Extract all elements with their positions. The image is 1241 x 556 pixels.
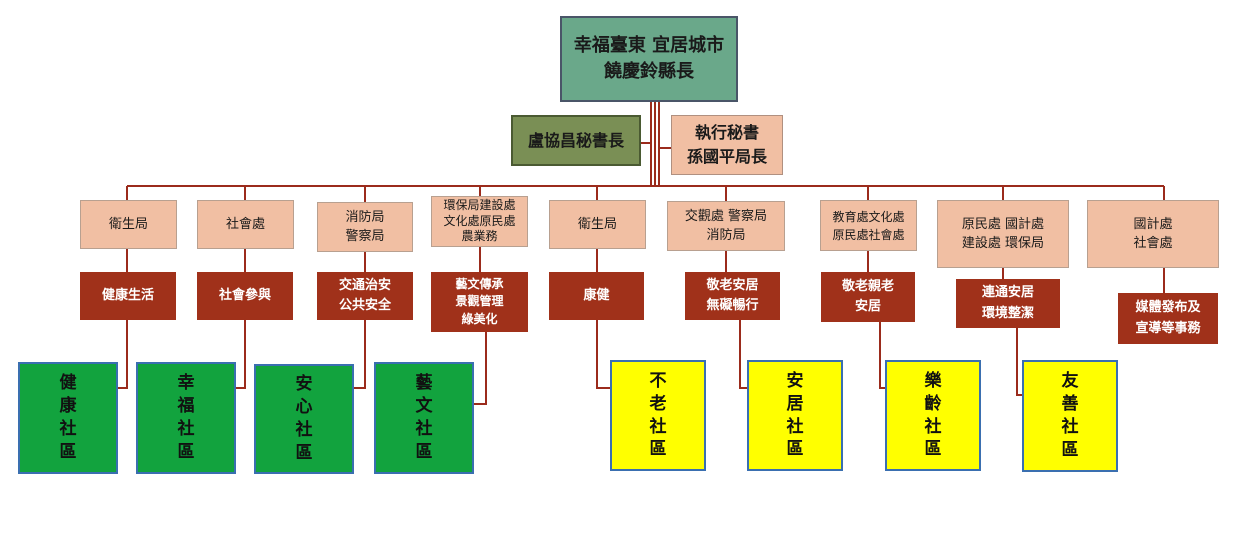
executive-secretary-box: 執行秘書 孫國平局長 — [671, 115, 783, 175]
community-box: 安 居 社 區 — [747, 360, 843, 471]
task-box: 敬老安居 無礙暢行 — [685, 272, 780, 320]
department-box: 社會處 — [197, 200, 294, 249]
community-box: 幸 福 社 區 — [136, 362, 236, 474]
task-box: 健康生活 — [80, 272, 176, 320]
secretary-general-box: 盧協昌秘書長 — [511, 115, 641, 166]
task-box: 康健 — [549, 272, 644, 320]
community-box: 樂 齡 社 區 — [885, 360, 981, 471]
community-box: 安 心 社 區 — [254, 364, 354, 474]
community-box: 友 善 社 區 — [1022, 360, 1118, 472]
department-box: 衛生局 — [80, 200, 177, 249]
department-box: 交觀處 警察局 消防局 — [667, 201, 785, 251]
department-box: 衛生局 — [549, 200, 646, 249]
task-box: 連通安居 環境整潔 — [956, 279, 1060, 328]
governor-box: 幸福臺東 宜居城市 饒慶鈴縣長 — [560, 16, 738, 102]
department-box: 環保局建設處 文化處原民處 農業務 — [431, 196, 528, 247]
department-box: 國計處 社會處 — [1087, 200, 1219, 268]
community-box: 健 康 社 區 — [18, 362, 118, 474]
community-box: 藝 文 社 區 — [374, 362, 474, 474]
department-box: 消防局 警察局 — [317, 202, 413, 252]
department-box: 教育處文化處 原民處社會處 — [820, 200, 917, 251]
task-box: 敬老親老 安居 — [821, 272, 915, 322]
task-box: 交通治安 公共安全 — [317, 272, 413, 320]
department-box: 原民處 國計處 建設處 環保局 — [937, 200, 1069, 268]
task-box: 媒體發布及 宣導等事務 — [1118, 293, 1218, 344]
task-box: 社會參與 — [197, 272, 293, 320]
task-box: 藝文傳承 景觀管理 綠美化 — [431, 272, 528, 332]
community-box: 不 老 社 區 — [610, 360, 706, 471]
